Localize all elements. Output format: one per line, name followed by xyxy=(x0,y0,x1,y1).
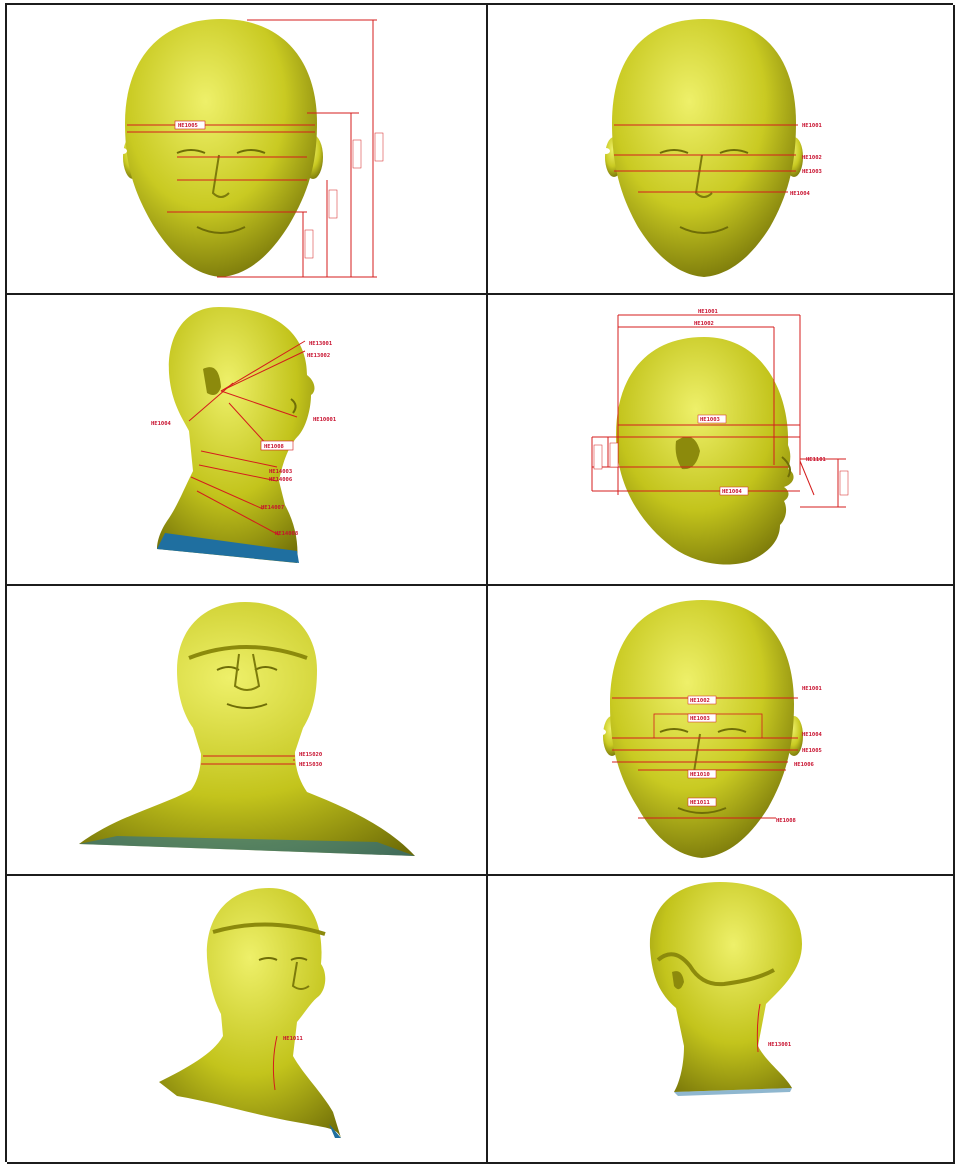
label-he1008: HE1008 xyxy=(776,818,796,824)
head-mesh xyxy=(598,600,803,858)
measure-lines: HE1001 HE1002 HE1003 HE1004 HE1101 xyxy=(591,309,849,508)
label-he13001: HE13001 xyxy=(768,1042,792,1048)
label-he1005: HE1005 xyxy=(802,748,822,754)
head-mesh xyxy=(602,19,803,277)
measure-lines: HE1011 xyxy=(272,1035,304,1091)
label-he1004: HE1004 xyxy=(722,489,743,495)
label-he1002: HE1002 xyxy=(694,321,714,327)
label-he1003: HE1003 xyxy=(690,716,710,722)
label-he1001: HE1001 xyxy=(802,686,823,692)
panel-side-neck: HE13001 HE13002 HE10001 HE1004 HE1008 HE… xyxy=(7,295,488,586)
label-he1004: HE1004 xyxy=(151,421,172,427)
label-he13001: HE13001 xyxy=(309,341,333,347)
label-he1101: HE1101 xyxy=(806,457,827,463)
head-front-vertical-figure: HE1005 xyxy=(119,19,384,278)
measure-lines: HE1001 HE1002 HE1003 HE1004 xyxy=(614,123,823,197)
head-mesh xyxy=(649,882,802,1096)
label-he1004: HE1004 xyxy=(802,732,823,738)
label-he14007: HE14007 xyxy=(261,505,284,511)
measure-lines: HE13001 HE13002 HE10001 HE1004 HE1008 HE… xyxy=(151,340,337,537)
head-threequarter-front-figure: HE1011 xyxy=(159,888,341,1138)
label-he15030: HE15030 xyxy=(299,762,322,768)
label-he1008: HE1008 xyxy=(264,444,284,450)
head-side-lengths-figure: HE1001 HE1002 HE1003 HE1004 HE1101 xyxy=(591,309,849,565)
head-scan-grid: HE1005 xyxy=(5,3,955,1164)
label-he15020: HE15020 xyxy=(299,752,322,758)
label-he10001: HE10001 xyxy=(313,417,337,423)
head-mesh xyxy=(157,307,315,563)
measure-lines: HE1005 xyxy=(127,19,384,278)
label-he1003: HE1003 xyxy=(700,417,720,423)
label-he1002: HE1002 xyxy=(802,155,822,161)
label-he1011: HE1011 xyxy=(283,1036,304,1042)
head-mesh xyxy=(159,888,341,1138)
panel-front-landmarks: HE1002 HE1003 HE1010 HE1011 HE1001 HE100… xyxy=(488,586,955,876)
head-mesh xyxy=(616,337,794,565)
label-he13002: HE13002 xyxy=(307,353,330,359)
label-he1009: HE1010 xyxy=(690,772,710,778)
panel-threequarter-rear: HE13001 xyxy=(488,876,955,1164)
label-he1003: HE1003 xyxy=(802,169,822,175)
head-front-horizontal-figure: HE1001 HE1002 HE1003 HE1004 xyxy=(602,19,823,277)
measure-lines: HE1002 HE1003 HE1010 HE1011 HE1001 HE100… xyxy=(612,686,823,824)
head-front-neck-figure: HE15020 HE15030 xyxy=(79,602,415,856)
panel-front-horizontal: HE1001 HE1002 HE1003 HE1004 xyxy=(488,5,955,295)
head-threequarter-rear-figure: HE13001 xyxy=(649,882,802,1096)
label-he14006: HE14006 xyxy=(269,477,293,483)
label-he1002: HE1002 xyxy=(690,698,710,704)
label-he14008: HE14008 xyxy=(275,531,298,537)
measure-lines: HE15020 HE15030 xyxy=(201,752,322,768)
head-side-neck-figure: HE13001 HE13002 HE10001 HE1004 HE1008 HE… xyxy=(151,307,337,563)
label-he1004: HE1004 xyxy=(790,191,811,197)
panel-side-lengths: HE1001 HE1002 HE1003 HE1004 HE1101 xyxy=(488,295,955,586)
head-front-landmarks-figure: HE1002 HE1003 HE1010 HE1011 HE1001 HE100… xyxy=(598,600,823,858)
panel-threequarter-front: HE1011 xyxy=(7,876,488,1164)
label-he1006: HE1006 xyxy=(794,762,815,768)
label-he14003: HE14003 xyxy=(269,469,292,475)
panel-front-neck: HE15020 HE15030 xyxy=(7,586,488,876)
label-he1001: HE1001 xyxy=(802,123,823,129)
measure-lines: HE13001 xyxy=(756,1003,792,1053)
head-mesh xyxy=(79,602,415,856)
label-he1005: HE1005 xyxy=(178,123,198,129)
head-mesh xyxy=(119,19,323,277)
panel-front-vertical: HE1005 xyxy=(7,5,488,295)
label-he1010: HE1011 xyxy=(690,800,711,806)
label-he1001: HE1001 xyxy=(698,309,719,315)
